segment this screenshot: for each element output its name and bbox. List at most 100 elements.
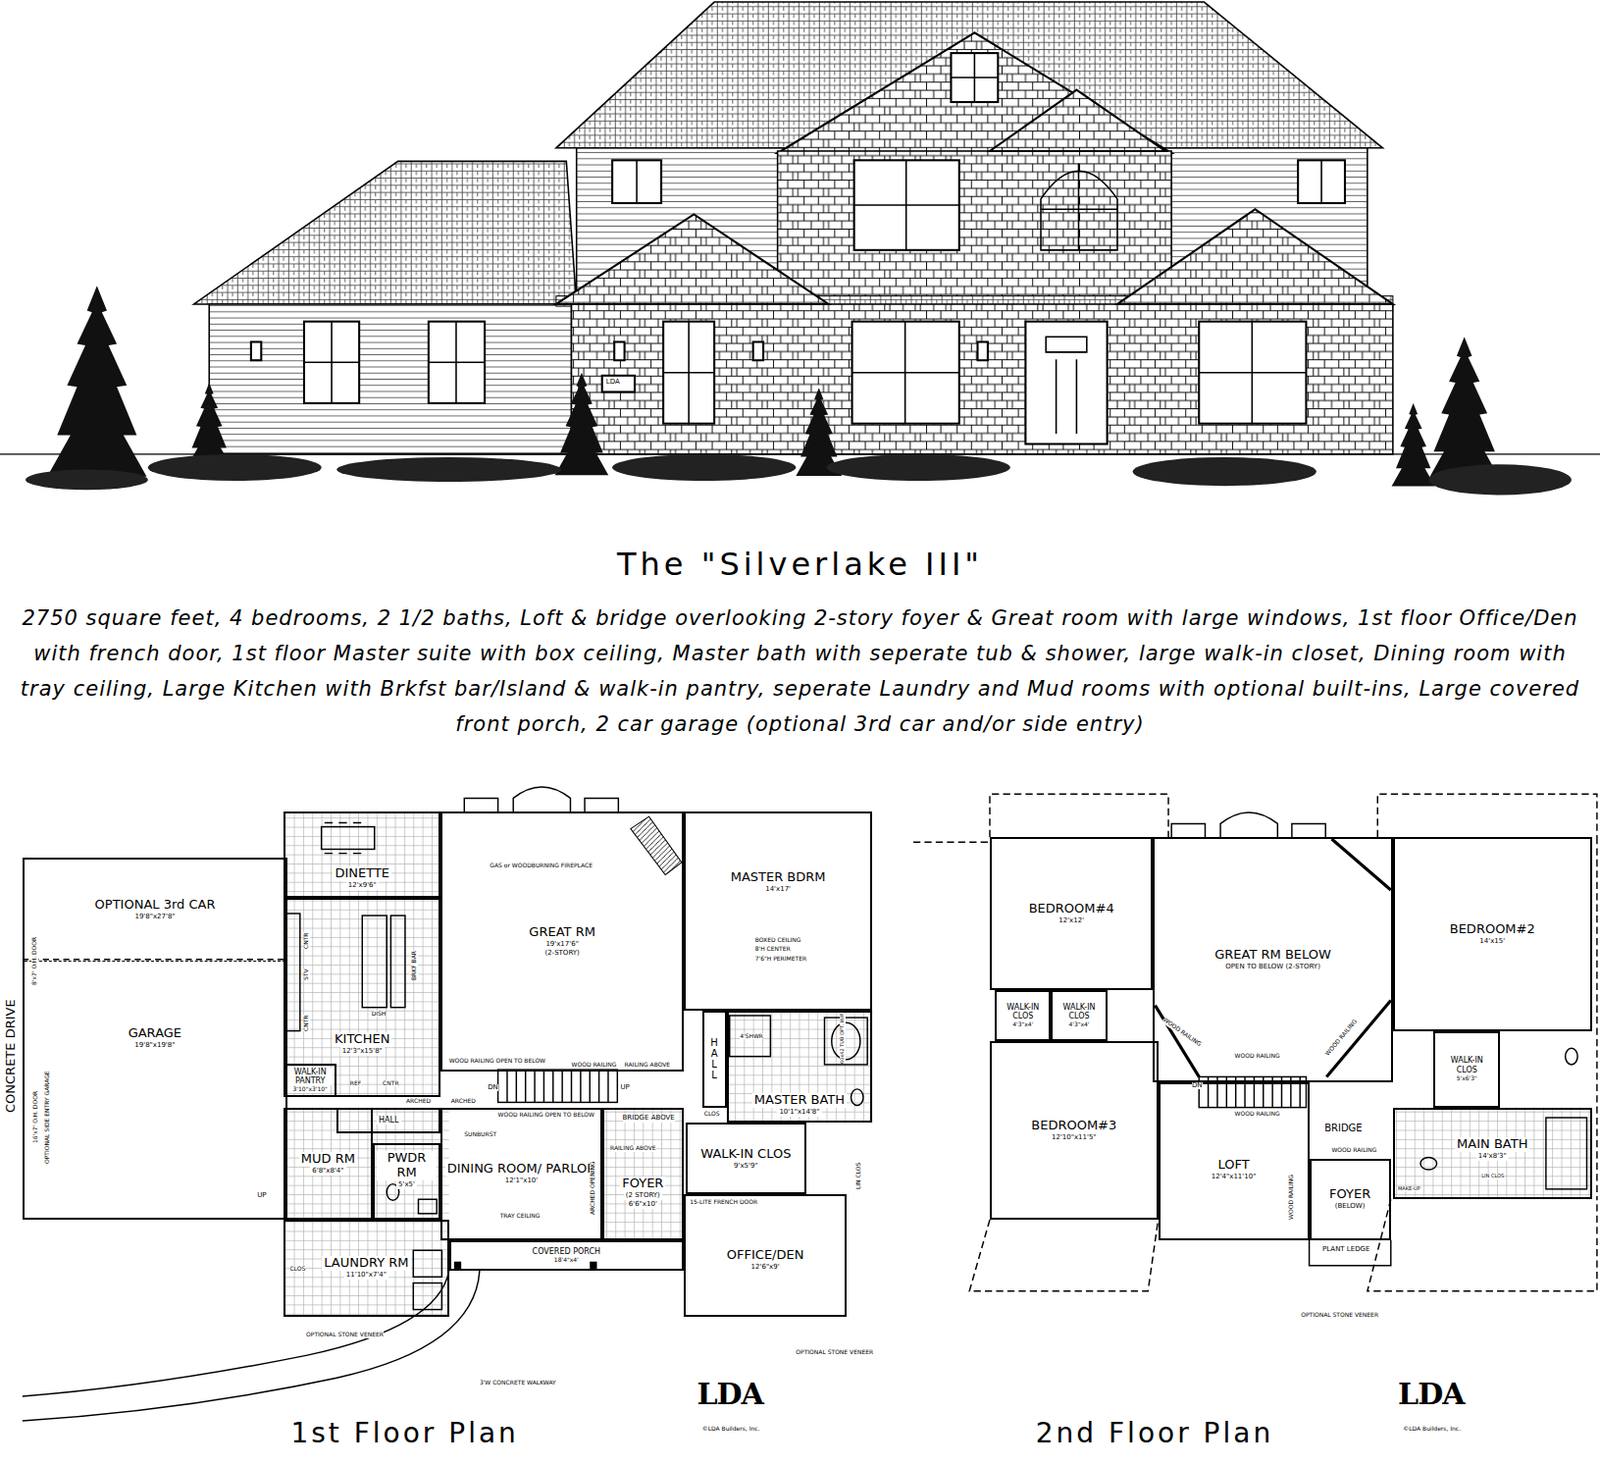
room-name: LAUNDRY RM [321,1255,411,1271]
room-dimension: 12'1"x10' [503,1176,540,1186]
room-box: OFFICE/DEN12'6"x9' [683,1193,847,1317]
room-name: OPTIONAL 3rd CAR [93,897,218,913]
room-name: MUD RM [299,1151,358,1167]
plan-note: CNTR [303,932,310,950]
room-dimension: 12'x12' [1056,916,1086,926]
room-name: MASTER BATH [752,1092,847,1108]
room-dimension: 12'10"x11'5" [1049,1133,1099,1142]
plan-note: WOOD RAILING [1331,1146,1377,1154]
plan-note: CONCRETE DRIVE [3,998,18,1113]
plan-note: DN [1191,1082,1203,1090]
plan-note: WOOD RAILING OPEN TO BELOW [449,1057,546,1065]
plan-note: 8'x7' O.H. DOOR [31,936,39,985]
room-box: DINING ROOM/ PARLOR12'1"x10' [440,1107,602,1240]
room-dimension: (BELOW) [1333,1201,1368,1211]
room-box: HALL [702,1010,727,1108]
plan-note: LDA [606,378,620,387]
plan-note: OPTIONAL STONE VENEER [306,1331,384,1339]
room-dimension: OPEN TO BELOW (2-STORY) [1223,962,1323,972]
room-box: BEDROOM#214'x15' [1393,836,1593,1032]
plan-note: ARCHED [451,1097,476,1105]
room-name: MAIN BATH [1454,1136,1530,1152]
room-dimension: 6'6"x10' [626,1199,660,1209]
room-dimension: (2 STORY) [623,1190,663,1200]
room-name: LOFT [1215,1157,1251,1173]
room-dimension: 18'4"x4' [552,1255,581,1264]
room-dimension: 10'1"x14'8" [776,1107,822,1117]
plan-note: UP [257,1191,266,1200]
room-name: KITCHEN [332,1032,392,1047]
plan-note: REF [350,1080,362,1087]
logo-text: LDA [696,1377,763,1410]
room-name: GREAT RM BELOW [1212,947,1334,963]
plan-note: OPTIONAL SIDE ENTRY GARAGE [44,1070,52,1164]
plan-note: ARCHED [406,1097,431,1105]
logo-text: LDA [1397,1377,1464,1410]
plan-note: WOOD RAILING [1288,1174,1295,1220]
room-name: HALL [709,1036,720,1081]
plan-note: 7'6"H PERIMETER [755,955,807,963]
room-name: WALK-IN CLOS [998,1002,1047,1021]
plan-note: OPTIONAL STONE VENEER [795,1348,874,1356]
plan-note: 8'H CENTER [755,945,791,953]
room-name: WALK-IN PANTRY [287,1067,333,1085]
room-box: BEDROOM#412'x12' [989,836,1153,990]
room-name: GARAGE [126,1026,184,1041]
plan-heading: 1st Floor Plan [290,1418,518,1449]
plan-note: DN [487,1083,499,1092]
room-name: PWDR RM [376,1150,438,1181]
plan-note: BRIDGE [1324,1122,1363,1134]
plan-note: PLANT LEDGE [1322,1245,1370,1254]
room-name: COVERED PORCH [530,1246,603,1256]
plan-note: WOOD RAILING OPEN TO BELOW [498,1111,595,1119]
room-name: WALK-IN CLOS [1054,1002,1103,1021]
room-dimension: 14'x8'3" [1476,1151,1509,1161]
room-box: DINETTE12'x9'6" [283,811,441,898]
room-box: OPTIONAL 3rd CAR19'8"x27'8" [24,859,286,962]
room-dimension: 14'x17' [763,884,793,894]
room-name: WALK-IN CLOS [698,1146,793,1162]
plan-title: The "Silverlake III" [0,545,1600,583]
room-name: MASTER BDRM [728,870,828,885]
room-name: DINETTE [332,866,392,881]
room-dimension: 12'4"x11'10" [1209,1172,1259,1182]
room-dimension: (2-STORY) [542,948,581,958]
plan-note: CNTR [303,1014,310,1032]
room-dimension: 19'8"x19'8" [132,1040,177,1050]
room-dimension: 4'3"x4' [1010,1020,1035,1029]
room-box: MUD RM6'8"x8'4" [283,1107,372,1220]
plan-note: MAKE-UP [1397,1186,1421,1192]
room-dimension: 5'x5' [396,1180,417,1189]
plan-note: 3'W CONCRETE WALKWAY [479,1379,557,1387]
plan-note: 15-LITE FRENCH DOOR [689,1198,758,1206]
room-box: MASTER BATH10'1"x14'8" [726,1010,874,1123]
room-box: BEDROOM#312'10"x11'5" [989,1040,1159,1220]
plan-note: RAILING ABOVE [624,1061,671,1069]
room-box: LOFT12'4"x11'10" [1158,1082,1310,1240]
plan-note: BRKF BAR [411,950,418,981]
plan-note: DISH [371,1010,387,1018]
room-dimension: 19'x17'6" [543,939,580,949]
room-name: BEDROOM#4 [1027,901,1117,917]
room-dimension: 12'x9'6" [346,880,379,890]
plan-note: WOOD RAILING [1161,1016,1202,1048]
room-dimension: 12'3"x15'8" [340,1046,385,1056]
room-box: FOYER(BELOW) [1309,1158,1392,1240]
room-name: DINING ROOM/ PARLOR [445,1161,599,1177]
room-dimension: 14'x15' [1477,936,1507,946]
room-box: MASTER BDRM14'x17' [683,811,873,1011]
room-dimension: 6'8"x8'4" [309,1166,346,1176]
plan-note: GAS or WOODBURNING FIREPLACE [489,862,593,870]
plan-note: ARCHED OPENING [589,1160,597,1215]
room-dimension: 12'6"x9' [749,1262,782,1272]
plan-note: OPTIONAL STONE VENEER [1300,1311,1379,1319]
plan-note: WOOD RAILING [1324,1018,1359,1057]
room-box: WALK-IN CLOS4'3"x4' [1050,989,1107,1041]
plan-note: CLOS [289,1265,306,1273]
plan-note: WOOD RAILING [1235,1052,1281,1060]
plan-note: WOOD RAILING [1235,1110,1281,1118]
plan-heading: 2nd Floor Plan [1035,1418,1274,1449]
plan-note: LIN CLOS [855,1161,863,1188]
plan-caption: 2750 square feet, 4 bedrooms, 2 1/2 bath… [7,600,1593,742]
plan-note: CLOS [704,1110,721,1118]
